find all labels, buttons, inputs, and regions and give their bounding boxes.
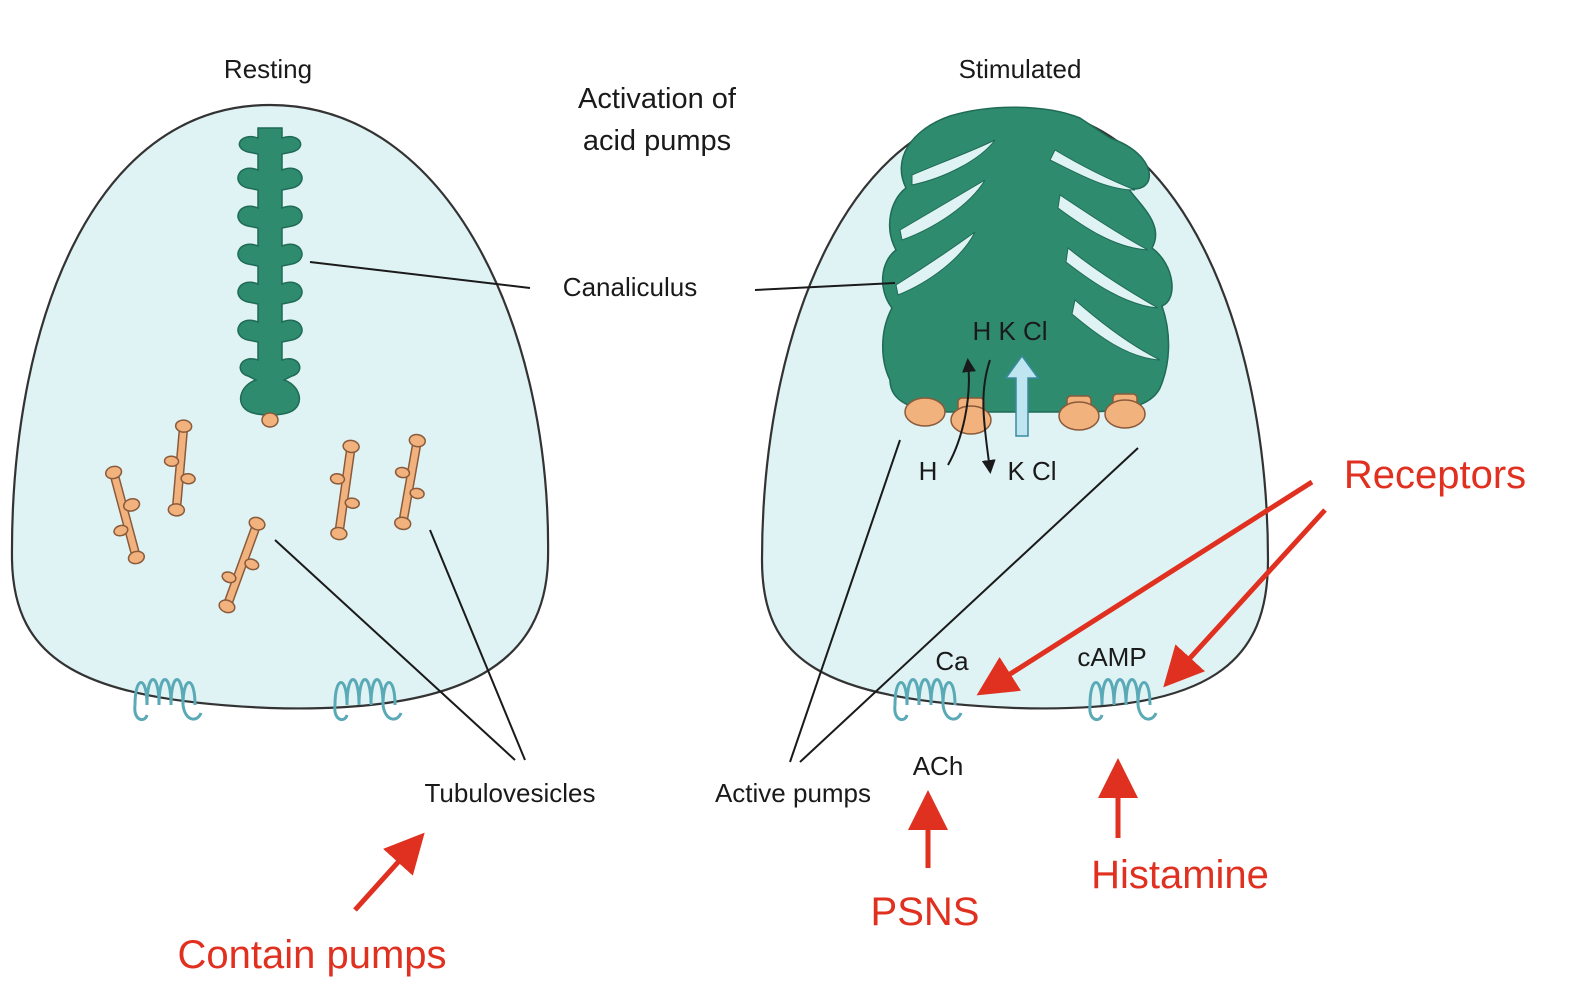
k-in-arrow <box>981 359 996 474</box>
contain-pumps-annotation: Contain pumps <box>177 933 446 977</box>
stimulated-receptor-histamine <box>1088 678 1158 722</box>
stimulated-canaliculus <box>881 106 1173 413</box>
tubulovesicle <box>104 465 146 565</box>
active-pump <box>1058 395 1100 431</box>
receptor-arrow-camp <box>1163 508 1327 688</box>
camp-label: cAMP <box>1077 642 1146 672</box>
tubulovesicles-label: Tubulovesicles <box>424 778 595 808</box>
canaliculus-label: Canaliculus <box>563 272 697 302</box>
cl-k-up-arrow <box>1004 354 1040 437</box>
ca-label: Ca <box>935 646 969 676</box>
active-pump-group <box>904 393 1146 435</box>
stimulated-label: Stimulated <box>959 54 1082 84</box>
resting-label: Resting <box>224 54 312 84</box>
tubulovesicle-group <box>104 419 426 614</box>
psns-annotation: PSNS <box>871 890 980 934</box>
resting-canaliculus <box>237 127 303 428</box>
active-pump <box>1104 393 1146 429</box>
title-line-2: acid pumps <box>583 125 731 157</box>
tubulovesicle <box>329 439 360 541</box>
stimulated-cell <box>760 106 1270 722</box>
text-labels: Resting Stimulated Activation of acid pu… <box>224 54 1147 808</box>
active-pump <box>950 397 992 435</box>
leader-lines <box>274 261 1139 763</box>
active-pumps-label: Active pumps <box>715 778 871 808</box>
ach-label: ACh <box>913 751 964 781</box>
resting-receptor-left <box>133 678 203 722</box>
ion-bottom-kcl-label: K Cl <box>1007 456 1056 486</box>
resting-cell <box>10 103 550 722</box>
receptors-annotation: Receptors <box>1344 453 1526 497</box>
active-pump <box>904 397 946 427</box>
ion-top-label: H K Cl <box>972 316 1047 346</box>
ion-bottom-h-label: H <box>919 456 938 486</box>
histamine-annotation: Histamine <box>1091 853 1269 897</box>
annotation-labels: Contain pumps Receptors PSNS Histamine <box>177 453 1526 977</box>
tubulovesicle <box>218 516 266 614</box>
h-out-arrow <box>947 358 977 466</box>
stimulated-receptor-ach <box>893 678 963 722</box>
receptor-arrow-ca <box>976 479 1314 696</box>
tubulovesicle <box>163 419 196 517</box>
resting-receptor-right <box>333 678 403 722</box>
ion-exchange-arrows <box>947 354 1040 474</box>
title-line-1: Activation of <box>578 83 737 115</box>
contain-pumps-arrow <box>353 832 425 912</box>
annotation-arrows <box>353 479 1327 912</box>
tubulovesicle <box>394 433 426 531</box>
